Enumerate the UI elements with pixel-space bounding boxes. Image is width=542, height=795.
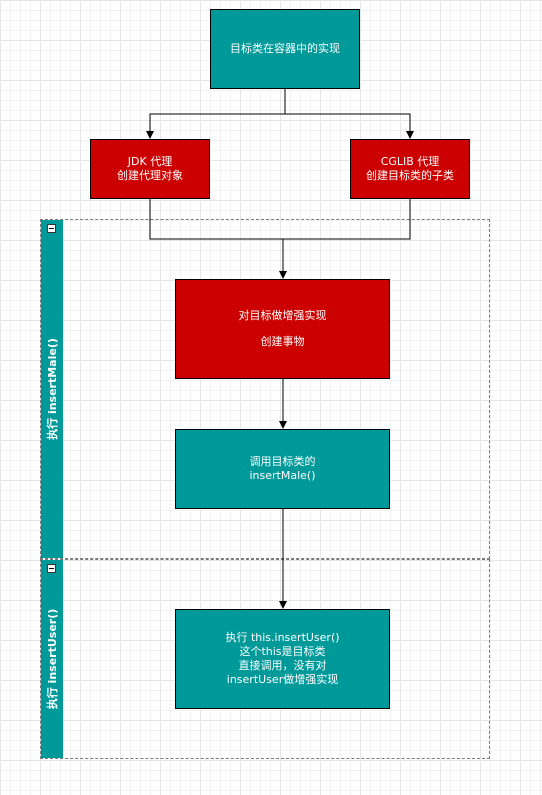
call-this-line3: 直接调用，没有对 bbox=[238, 659, 327, 672]
call-this-line1: 执行 this.insertUser() bbox=[225, 631, 340, 644]
pool-insert-user: 执行 insertUser() bbox=[40, 559, 490, 759]
enhance-line2: 创建事物 bbox=[260, 335, 305, 348]
pool-insert-male-header: 执行 insertMale() bbox=[41, 220, 63, 558]
call-this-line2: 这个this是目标类 bbox=[239, 645, 326, 658]
edge-jdk-merge bbox=[149, 199, 411, 240]
cglib-proxy-node[interactable]: CGLIB 代理 创建目标类的子类 bbox=[350, 139, 470, 199]
pool-insert-user-header: 执行 insertUser() bbox=[41, 560, 63, 758]
jdk-proxy-line2: 创建代理对象 bbox=[117, 169, 183, 182]
target-impl-node[interactable]: 目标类在容器中的实现 bbox=[210, 9, 360, 89]
cglib-proxy-line1: CGLIB 代理 bbox=[380, 155, 440, 168]
call-this-node[interactable]: 执行 this.insertUser() 这个this是目标类 直接调用，没有对… bbox=[175, 609, 390, 709]
edge-target-to-cglib bbox=[285, 113, 414, 139]
call-this-line4: insertUser做增强实现 bbox=[226, 673, 339, 686]
call-target-line1: 调用目标类的 bbox=[249, 455, 316, 468]
pool-insert-male: 执行 insertMale() bbox=[40, 219, 490, 559]
target-impl-label: 目标类在容器中的实现 bbox=[230, 42, 340, 55]
collapse-icon[interactable] bbox=[47, 224, 56, 233]
enhance-node[interactable]: 对目标做增强实现 创建事物 bbox=[175, 279, 390, 379]
call-target-node[interactable]: 调用目标类的 insertMale() bbox=[175, 429, 390, 509]
jdk-proxy-node[interactable]: JDK 代理 创建代理对象 bbox=[90, 139, 210, 199]
cglib-proxy-line2: 创建目标类的子类 bbox=[366, 169, 454, 182]
edge-target-to-proxies bbox=[146, 89, 286, 139]
collapse-icon[interactable] bbox=[47, 564, 56, 573]
enhance-line1: 对目标做增强实现 bbox=[238, 309, 327, 322]
call-target-line2: insertMale() bbox=[249, 469, 316, 482]
jdk-proxy-line1: JDK 代理 bbox=[127, 155, 173, 168]
